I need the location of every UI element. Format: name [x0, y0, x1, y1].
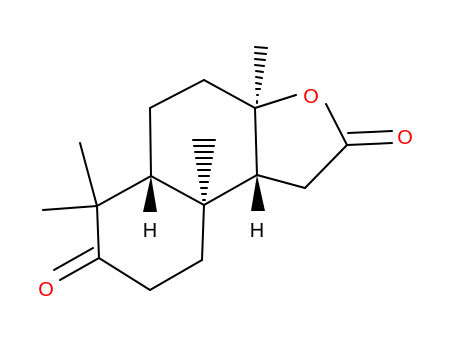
bond-lactone-carbonyl-1: [346, 142, 393, 146]
bond-ketone-carbonyl-2: [53, 247, 94, 271]
bond-methyl-up: [79, 142, 98, 207]
oxygen-ring-label: O: [303, 86, 319, 108]
bond-c2-c3: [304, 144, 348, 189]
bond-c5a-c8: [149, 107, 152, 177]
bond-methyl-left: [42, 205, 98, 211]
hashed-wedge-methyl-c9b: [192, 139, 216, 201]
bond-c3ring-c2ring: [149, 259, 203, 291]
bond-c9-c8a: [203, 79, 256, 109]
oxygen-ketone-label: O: [38, 279, 54, 301]
bond-c4-c3ring: [98, 257, 151, 291]
bond-c3a-c9b: [203, 174, 258, 206]
bond-c2ring-c9b: [201, 204, 205, 261]
wedge-bond-h-right: [251, 175, 265, 211]
bond-c8-c9: [149, 79, 205, 109]
bond-c5a-c5: [96, 175, 152, 207]
bond-lactone-carbonyl-2: [347, 130, 393, 134]
bond-c3a-c8a: [254, 107, 258, 176]
bond-c3-c3a: [256, 174, 306, 189]
hydrogen-right-label: H: [250, 220, 264, 242]
wedge-bond-h-left: [143, 176, 157, 212]
hydrogen-left-label: H: [143, 220, 157, 242]
bond-c5-c4: [96, 205, 100, 259]
hashed-wedge-methyl-c8a: [254, 46, 268, 104]
bond-c9b-c5a: [150, 175, 205, 206]
oxygen-lactone-carbonyl-label: O: [397, 127, 413, 149]
bond-c8a-o1: [254, 94, 297, 109]
bond-ketone-carbonyl-1: [59, 257, 100, 281]
bond-o1-c2: [325, 103, 348, 146]
